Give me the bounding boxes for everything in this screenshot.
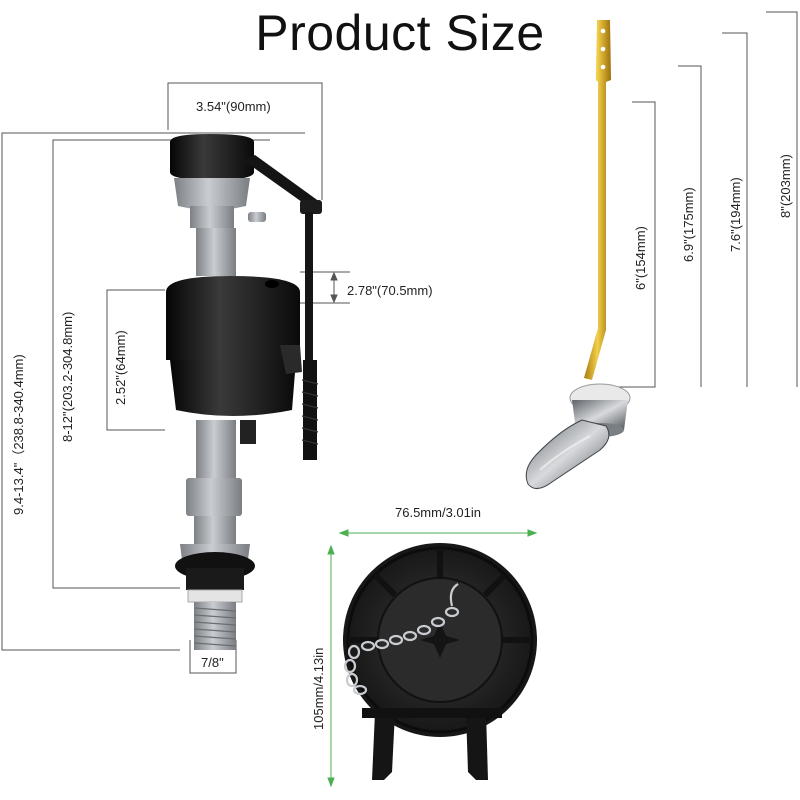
fill-valve-top-width-label: 3.54"(90mm) [196, 99, 271, 114]
fill-valve-icon [166, 134, 322, 650]
fill-valve-total-range-label: 9.4-13.4"（238.8-340.4mm) [11, 354, 26, 515]
flapper-width-label: 76.5mm/3.01in [395, 505, 481, 520]
fill-valve-float-height-label: 2.52"(64mm) [113, 330, 128, 405]
fill-valve-float-travel-label: 2.78"(70.5mm) [347, 283, 433, 298]
handle-dimension-lines [610, 11, 798, 388]
handle-length-6-9in-label: 6.9"(175mm) [681, 187, 696, 262]
flapper-icon [343, 543, 537, 780]
fill-valve-thread-label: 7/8" [201, 655, 224, 670]
fill-valve-dimension-lines [1, 82, 350, 674]
handle-length-7-6in-label: 7.6"(194mm) [728, 177, 743, 252]
flapper-dimension-lines [327, 529, 538, 788]
toilet-handle-icon [525, 20, 631, 489]
handle-length-6in-label: 6"(154mm) [633, 226, 648, 290]
page-title: Product Size [255, 5, 545, 61]
fill-valve-adjust-range-label: 8-12"(203.2-304.8mm) [60, 311, 75, 442]
flapper-height-label: 105mm/4.13in [311, 647, 326, 730]
handle-length-8in-label: 8"(203mm) [778, 154, 793, 218]
